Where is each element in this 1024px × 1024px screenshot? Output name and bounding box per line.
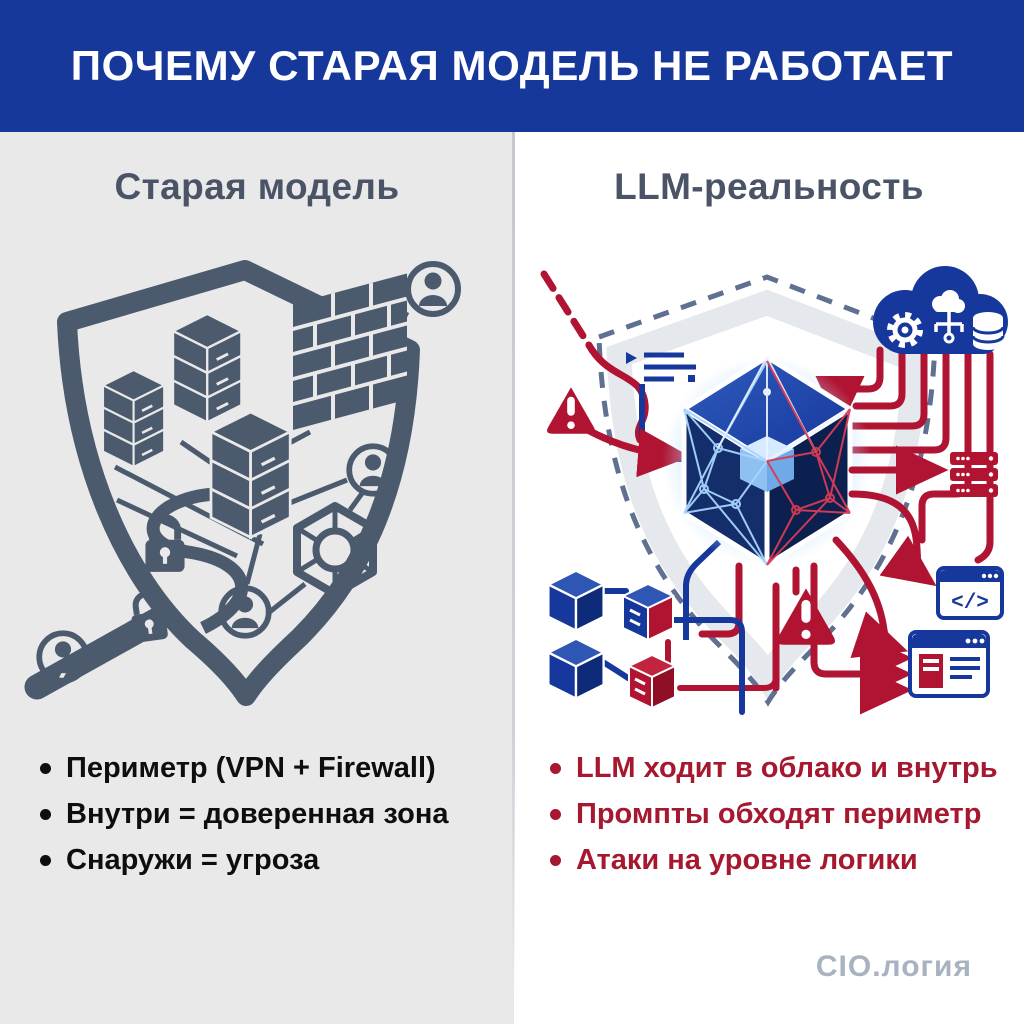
bullet-text: Внутри = доверенная зона	[66, 798, 449, 830]
bullet-text: Атаки на уровне логики	[576, 844, 918, 876]
warning-icon	[547, 387, 595, 434]
title-banner: ПОЧЕМУ СТАРАЯ МОДЕЛЬ НЕ РАБОТАЕТ	[0, 0, 1024, 132]
server-rack-icon	[209, 410, 292, 540]
server-red-icon	[950, 452, 998, 497]
shield-band	[606, 289, 928, 701]
cube-wireframe-top	[717, 356, 851, 462]
old-model-bullet-list: Периметр (VPN + Firewall) Внутри = довер…	[40, 752, 448, 890]
llm-reality-bullet-list: LLM ходит в облако и внутрь Промпты обхо…	[550, 752, 998, 890]
old-model-heading: Старая модель	[114, 166, 400, 207]
bullet-text: Промпты обходят периметр	[576, 798, 982, 830]
gear-icon	[887, 312, 923, 348]
bullet-text: Периметр (VPN + Firewall)	[66, 752, 436, 784]
bullet-dot	[550, 809, 561, 820]
bullet-dot	[550, 763, 561, 774]
mini-cloud-network-icon	[932, 290, 965, 344]
firewall-brick-icon	[293, 273, 407, 430]
data-cube-icon	[547, 569, 605, 632]
code-window-icon: </>	[936, 566, 1004, 620]
llm-reality-illustration: </>	[540, 266, 1008, 715]
dashed-shield-icon	[596, 274, 938, 707]
bullet-dot	[40, 855, 51, 866]
list-item: LLM ходит в облако и внутрь	[550, 752, 998, 785]
red-links-out	[832, 445, 949, 715]
data-cube-icon	[626, 653, 678, 710]
page-title: ПОЧЕМУ СТАРАЯ МОДЕЛЬ НЕ РАБОТАЕТ	[70, 42, 954, 89]
bullet-dot	[550, 855, 561, 866]
svg-text:</>: </>	[951, 592, 989, 615]
old-model-illustration	[24, 260, 509, 706]
list-item: Атаки на уровне логики	[550, 844, 998, 877]
cloud-icon	[873, 266, 1008, 354]
bullet-text: Снаружи = угроза	[66, 844, 320, 876]
list-item: Периметр (VPN + Firewall)	[40, 752, 448, 785]
vpn-pipe-icon	[146, 487, 249, 634]
data-cube-icon	[547, 637, 605, 700]
old-model-column: Старая модель	[0, 132, 514, 1024]
prompt-list-icon	[626, 352, 696, 382]
database-icon	[971, 312, 1005, 350]
server-rack-icon	[101, 368, 166, 469]
user-icon	[408, 264, 458, 314]
padlock-icon	[145, 518, 184, 572]
data-cube-icon	[620, 582, 676, 642]
bullet-dot	[40, 809, 51, 820]
llm-reality-column: LLM-реальность	[514, 132, 1024, 1024]
list-item: Промпты обходят периметр	[550, 798, 998, 831]
server-rack-icon	[171, 312, 243, 424]
cube-wireframe-red	[766, 360, 851, 566]
bullet-text: LLM ходит в облако и внутрь	[576, 752, 998, 784]
column-divider	[512, 132, 515, 994]
gem-icon	[293, 502, 377, 598]
bullet-dot	[40, 763, 51, 774]
llm-reality-heading: LLM-реальность	[614, 166, 924, 207]
list-item: Внутри = доверенная зона	[40, 798, 448, 831]
list-item: Снаружи = угроза	[40, 844, 448, 877]
brand-watermark: CIO.логия	[815, 950, 972, 983]
shield-icon	[57, 260, 420, 706]
browser-window-icon	[908, 630, 990, 698]
